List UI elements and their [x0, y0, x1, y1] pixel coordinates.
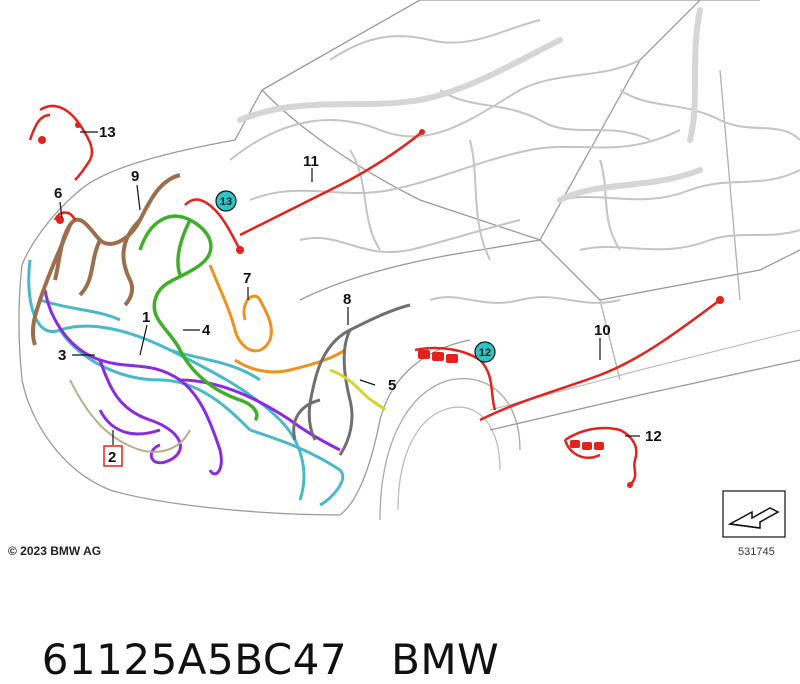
harness-cyan — [27, 259, 344, 507]
direction-arrow-icon — [727, 507, 780, 529]
background-harness-dark — [237, 7, 703, 203]
callout-12: 12 — [645, 428, 662, 445]
svg-text:13: 13 — [220, 196, 232, 208]
callout-1: 1 — [142, 309, 150, 326]
harness-yellow — [329, 368, 387, 412]
callout-6: 6 — [54, 185, 62, 202]
callout-2: 2 — [108, 449, 116, 466]
part-title: 61125A5BC47 BMW — [14, 586, 499, 684]
harness-brown — [30, 173, 181, 346]
figure-number: 531745 — [738, 546, 775, 558]
car-body-outline — [18, 0, 800, 521]
callout-8: 8 — [343, 291, 351, 308]
svg-text:12: 12 — [479, 347, 491, 359]
callout-10: 10 — [594, 322, 611, 339]
brand-name: BMW — [391, 635, 500, 684]
part-number: 61125A5BC47 — [41, 635, 348, 684]
callout-leaders — [59, 131, 640, 445]
harness-green — [138, 214, 259, 422]
harness-red — [28, 104, 721, 486]
callout-labels: 1 2 3 4 5 6 7 8 9 10 11 12 13 — [54, 124, 662, 467]
harness-gray — [292, 303, 411, 456]
marker-13: 13 — [215, 190, 237, 212]
background-harness — [229, 19, 800, 304]
callout-9: 9 — [131, 168, 139, 185]
harness-orange — [208, 264, 346, 374]
marker-12: 12 — [474, 341, 496, 363]
red-connectors — [38, 122, 724, 488]
callout-11: 11 — [303, 153, 319, 170]
harness-khaki — [69, 379, 191, 453]
figure-icon-box — [722, 490, 786, 538]
callout-3: 3 — [58, 347, 66, 364]
callout-4: 4 — [202, 322, 211, 339]
copyright-text: © 2023 BMW AG — [8, 544, 101, 558]
callout-2-box — [103, 445, 123, 467]
callout-7: 7 — [243, 270, 251, 287]
callout-5: 5 — [388, 377, 396, 394]
callout-13: 13 — [99, 124, 116, 141]
